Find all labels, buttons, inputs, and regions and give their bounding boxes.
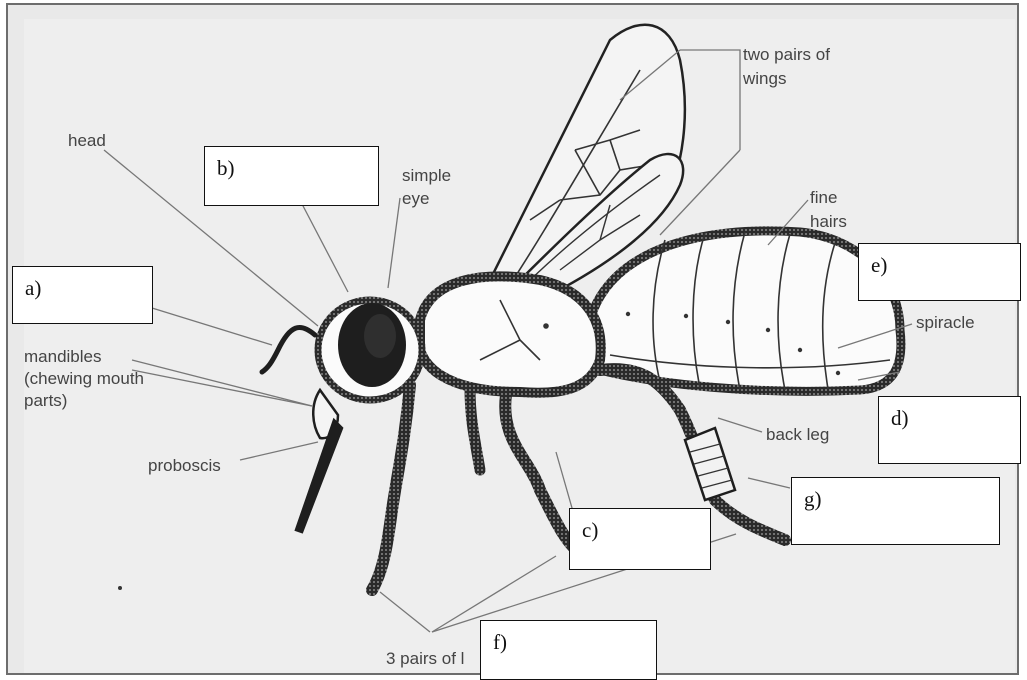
front-leg: [372, 385, 410, 590]
label-legs-partial: 3 pairs of l: [386, 648, 464, 669]
thorax: [420, 276, 601, 392]
label-wings-line1: two pairs of: [743, 44, 830, 65]
answer-box-a-label: a): [25, 276, 41, 301]
answer-box-d[interactable]: d): [878, 396, 1021, 464]
answer-box-b-label: b): [217, 156, 235, 181]
label-spiracle: spiracle: [916, 312, 975, 333]
answer-box-e-label: e): [871, 253, 887, 278]
answer-box-f-label: f): [493, 630, 507, 655]
label-wings-line2: wings: [743, 68, 786, 89]
antenna: [262, 327, 315, 372]
label-mandibles-line3: parts): [24, 390, 67, 411]
label-fine-hairs-line2: hairs: [810, 211, 847, 232]
answer-box-c-label: c): [582, 518, 598, 543]
answer-box-g[interactable]: g): [791, 477, 1000, 545]
label-proboscis: proboscis: [148, 455, 221, 476]
answer-box-e[interactable]: e): [858, 243, 1021, 301]
answer-box-d-label: d): [891, 406, 909, 431]
answer-box-f[interactable]: f): [480, 620, 657, 680]
label-head: head: [68, 130, 106, 151]
label-back-leg: back leg: [766, 424, 829, 445]
middle-leg-left: [470, 388, 480, 470]
mouthparts: [296, 390, 342, 532]
label-simple-eye-line1: simple: [402, 165, 451, 186]
answer-box-g-label: g): [804, 487, 822, 512]
answer-box-a[interactable]: a): [12, 266, 153, 324]
answer-box-b[interactable]: b): [204, 146, 379, 206]
pollen-basket: [685, 428, 735, 500]
label-simple-eye-line2: eye: [402, 188, 429, 209]
label-mandibles-line1: mandibles: [24, 346, 102, 367]
label-mandibles-line2: (chewing mouth: [24, 368, 144, 389]
label-fine-hairs-line1: fine: [810, 187, 837, 208]
answer-box-c[interactable]: c): [569, 508, 711, 570]
